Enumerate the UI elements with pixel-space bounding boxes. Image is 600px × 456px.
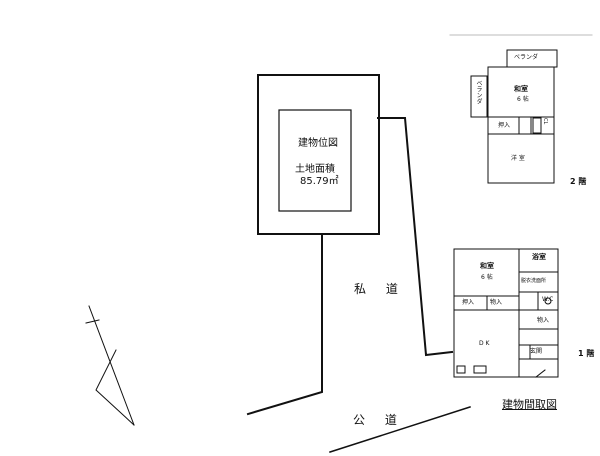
floor2-closet: 押入 [498,122,511,129]
public-road-label: 公 道 [353,413,405,427]
floor1-bath: 浴室 [532,253,546,261]
building-outline [278,109,352,212]
floor1-washitsu: 和室 [480,262,494,270]
floor1-label: 1 階 [578,349,595,358]
public-road-edge [329,406,471,453]
floor1-storage2: 物入 [537,317,550,324]
private-road-left [246,234,323,416]
private-road-right [377,117,454,357]
floor1-washitsu-size: 6 帖 [481,274,493,281]
floor1-wc: W.C [542,296,554,303]
lot-outline [257,74,380,235]
floor2-plan [470,49,558,184]
private-road-label: 私 道 [354,282,406,296]
floor2-washitsu-size: 6 帖 [517,96,529,103]
floor2-label: 2 階 [570,177,587,186]
land-area-value: 85.79㎡ [300,176,339,187]
floorplan-caption: 建物間取図 [502,398,557,411]
north-arrow-shaft [88,305,135,426]
floor1-entrance: 玄関 [530,348,543,355]
floor2-veranda-top: ベランダ [514,54,539,61]
land-area-label: 土地面積 [295,164,335,175]
floor2-youshitsu: 洋 室 [511,155,525,162]
floor2-cl: CL [542,118,548,125]
floor1-plan [453,248,559,378]
floor1-dk: D K [479,340,490,347]
floor2-veranda-side: ベランダ [475,80,482,104]
north-arrow-head [95,349,135,426]
floor1-storage: 物入 [490,299,503,306]
floor1-laundry: 脱衣洗面所 [521,278,547,284]
floor1-closet: 押入 [462,299,475,306]
north-arrow-tick [85,319,100,324]
floor2-washitsu: 和室 [514,85,528,93]
site-title: 建物位図 [298,138,338,149]
